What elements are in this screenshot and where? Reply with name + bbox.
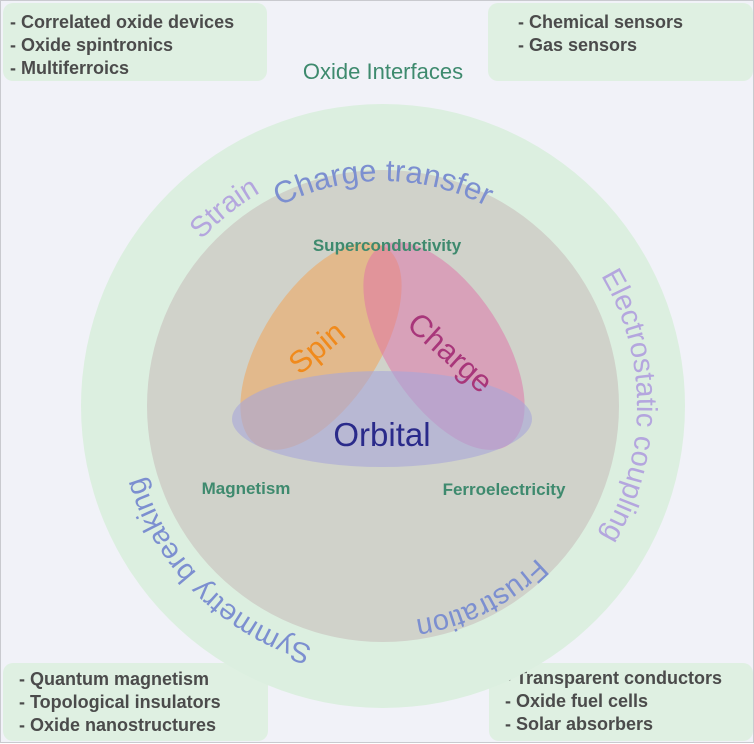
orbital-label: Orbital <box>333 416 430 453</box>
application-item: - Oxide spintronics <box>10 35 174 55</box>
application-item: - Gas sensors <box>518 35 638 55</box>
oxide-interfaces-title: Oxide Interfaces <box>303 59 463 84</box>
application-item: - Correlated oxide devices <box>10 12 235 32</box>
ferroelectricity-label: Ferroelectricity <box>443 480 566 499</box>
orbital-ellipse <box>232 371 532 467</box>
application-item: - Topological insulators <box>19 692 221 712</box>
application-item: - Transparent conductors <box>505 668 723 688</box>
application-item: - Oxide fuel cells <box>505 691 649 711</box>
applications-box-bottom-left: - Quantum magnetism - Topological insula… <box>3 663 268 741</box>
application-item: - Quantum magnetism <box>19 669 210 689</box>
application-item: - Multiferroics <box>10 58 130 78</box>
application-item: - Chemical sensors <box>518 12 684 32</box>
applications-box-top-left: - Correlated oxide devices - Oxide spint… <box>3 3 267 81</box>
application-item: - Solar absorbers <box>505 714 654 734</box>
magnetism-label: Magnetism <box>202 479 291 498</box>
application-item: - Oxide nanostructures <box>19 715 217 735</box>
spin-charge-orbital-diagram <box>232 242 532 467</box>
superconductivity-label: Superconductivity <box>313 236 462 255</box>
applications-box-bottom-right: - Transparent conductors - Oxide fuel ce… <box>489 663 753 741</box>
applications-box-top-right: - Chemical sensors - Gas sensors <box>488 3 753 81</box>
